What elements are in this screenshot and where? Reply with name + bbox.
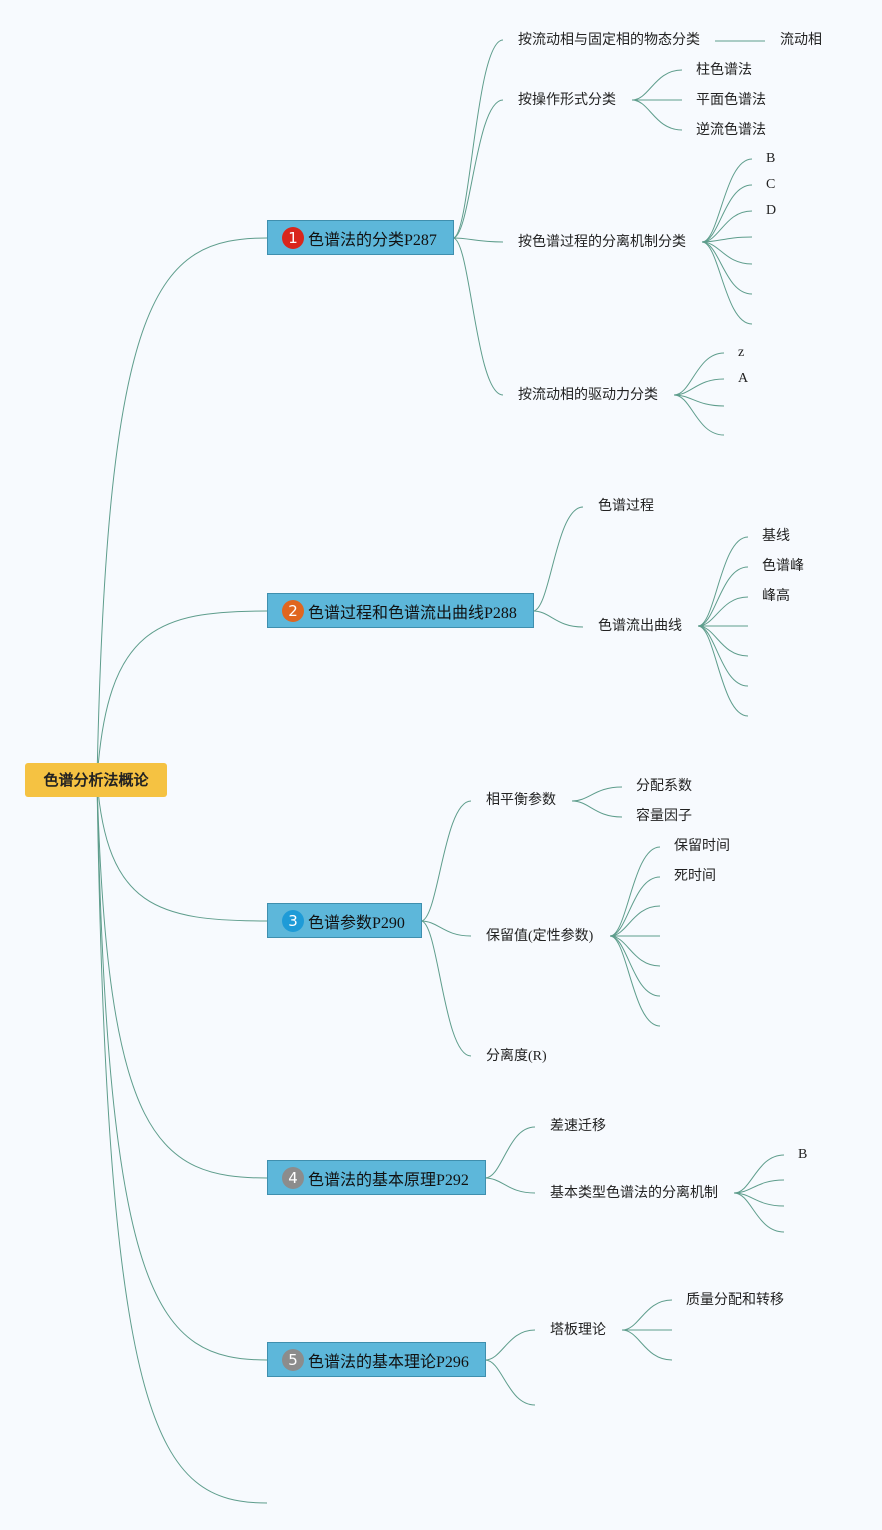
connector-line <box>697 596 749 627</box>
connector-line <box>609 846 661 937</box>
leaf-node[interactable]: 分配系数 <box>636 779 692 794</box>
subtopic-node[interactable]: 按流动相与固定相的物态分类 <box>518 33 700 48</box>
connector-line <box>673 378 725 396</box>
connector-line <box>571 800 623 818</box>
subtopic-node[interactable]: 相平衡参数 <box>486 793 556 808</box>
connector-line <box>701 210 753 243</box>
subtopic-node[interactable]: 差速迁移 <box>550 1119 606 1134</box>
topic-node-1[interactable]: 1 色谱法的分类P287 <box>267 220 454 255</box>
connector-line <box>609 905 661 937</box>
topic-label: 色谱参数P290 <box>308 914 405 932</box>
leaf-node[interactable]: z <box>738 345 745 360</box>
connector-line <box>571 786 623 802</box>
connector-line <box>733 1192 785 1233</box>
connector-line <box>420 920 472 937</box>
connector-line <box>733 1192 785 1207</box>
leaf-node[interactable]: 色谱峰 <box>762 559 804 574</box>
connector-line <box>532 506 584 612</box>
connector-line <box>697 536 749 627</box>
priority-2-icon: 2 <box>282 599 304 622</box>
connector-line <box>484 1126 536 1179</box>
connector-line <box>701 241 753 295</box>
connector-line <box>701 158 753 243</box>
connector-line <box>621 1329 673 1361</box>
leaf-node[interactable]: B <box>766 151 776 166</box>
leaf-node[interactable]: 保留时间 <box>674 839 730 854</box>
connector-line <box>452 237 504 243</box>
connector-line <box>96 779 268 922</box>
connector-line <box>697 625 749 687</box>
connector-line <box>673 394 725 436</box>
connector-line <box>96 779 268 1504</box>
connector-line <box>96 237 268 781</box>
topic-label: 色谱法的基本理论P296 <box>308 1353 469 1371</box>
subtopic-node[interactable]: 按色谱过程的分离机制分类 <box>518 235 686 250</box>
subtopic-node[interactable]: 按操作形式分类 <box>518 93 616 108</box>
connector-line <box>420 920 472 1057</box>
subtopic-node[interactable]: 色谱过程 <box>598 499 654 514</box>
topic-node-4[interactable]: 4 色谱法的基本原理P292 <box>267 1160 486 1195</box>
connector-line <box>420 800 472 922</box>
connector-line <box>532 610 584 628</box>
leaf-node[interactable]: 容量因子 <box>636 809 692 824</box>
leaf-node[interactable]: C <box>766 177 776 192</box>
connector-line <box>609 935 661 997</box>
connector-line <box>452 39 504 239</box>
subtopic-node[interactable]: 基本类型色谱法的分离机制 <box>550 1186 718 1201</box>
leaf-node[interactable]: A <box>738 371 749 386</box>
connector-line <box>733 1154 785 1194</box>
leaf-node[interactable]: 柱色谱法 <box>696 63 752 78</box>
connector-line <box>673 352 725 396</box>
connector-line <box>452 237 504 396</box>
topic-node-3[interactable]: 3 色谱参数P290 <box>267 903 422 938</box>
connector-line <box>701 184 753 243</box>
priority-5-icon: 5 <box>282 1348 304 1371</box>
leaf-node[interactable]: 逆流色谱法 <box>696 123 766 138</box>
connector-line <box>697 566 749 627</box>
connector-line <box>697 625 749 657</box>
connector-line <box>673 394 725 407</box>
topic-node-5[interactable]: 5 色谱法的基本理论P296 <box>267 1342 486 1377</box>
leaf-node[interactable]: 基线 <box>762 529 790 544</box>
priority-3-icon: 3 <box>282 909 304 932</box>
connector-line <box>484 1177 536 1194</box>
connector-line <box>484 1329 536 1361</box>
leaf-node[interactable]: 峰高 <box>762 589 790 604</box>
leaf-node[interactable]: D <box>766 203 777 218</box>
priority-1-icon: 1 <box>282 226 304 249</box>
connector-line <box>631 99 683 131</box>
connector-line <box>701 236 753 243</box>
connector-line <box>701 241 753 325</box>
connector-line <box>484 1359 536 1406</box>
topic-label: 色谱过程和色谱流出曲线P288 <box>308 604 517 622</box>
connector-line <box>609 935 661 1027</box>
topic-label: 色谱法的分类P287 <box>308 231 437 249</box>
subtopic-node[interactable]: 保留值(定性参数) <box>486 929 594 944</box>
leaf-node[interactable]: 死时间 <box>674 869 716 884</box>
connector-line <box>621 1299 673 1331</box>
subtopic-node[interactable]: 分离度(R) <box>486 1049 547 1064</box>
subtopic-node[interactable]: 塔板理论 <box>550 1323 606 1338</box>
subtopic-node[interactable]: 色谱流出曲线 <box>598 619 682 634</box>
leaf-node[interactable]: 流动相 <box>780 33 822 48</box>
connector-line <box>609 876 661 937</box>
connector-line <box>96 610 268 781</box>
connector-line <box>701 241 753 265</box>
connector-line <box>733 1179 785 1194</box>
topic-node-2[interactable]: 2 色谱过程和色谱流出曲线P288 <box>267 593 534 628</box>
root-node[interactable]: 色谱分析法概论 <box>25 763 167 797</box>
subtopic-node[interactable]: 按流动相的驱动力分类 <box>518 388 658 403</box>
connector-line <box>631 69 683 101</box>
connector-line <box>452 99 504 239</box>
leaf-node[interactable]: 质量分配和转移 <box>686 1293 784 1308</box>
connector-line <box>96 779 268 1361</box>
leaf-node[interactable]: B <box>798 1147 808 1162</box>
connector-line <box>609 935 661 967</box>
priority-4-icon: 4 <box>282 1166 304 1189</box>
topic-label: 色谱法的基本原理P292 <box>308 1171 469 1189</box>
connector-line <box>96 779 268 1179</box>
leaf-node[interactable]: 平面色谱法 <box>696 93 766 108</box>
connector-line <box>697 625 749 717</box>
